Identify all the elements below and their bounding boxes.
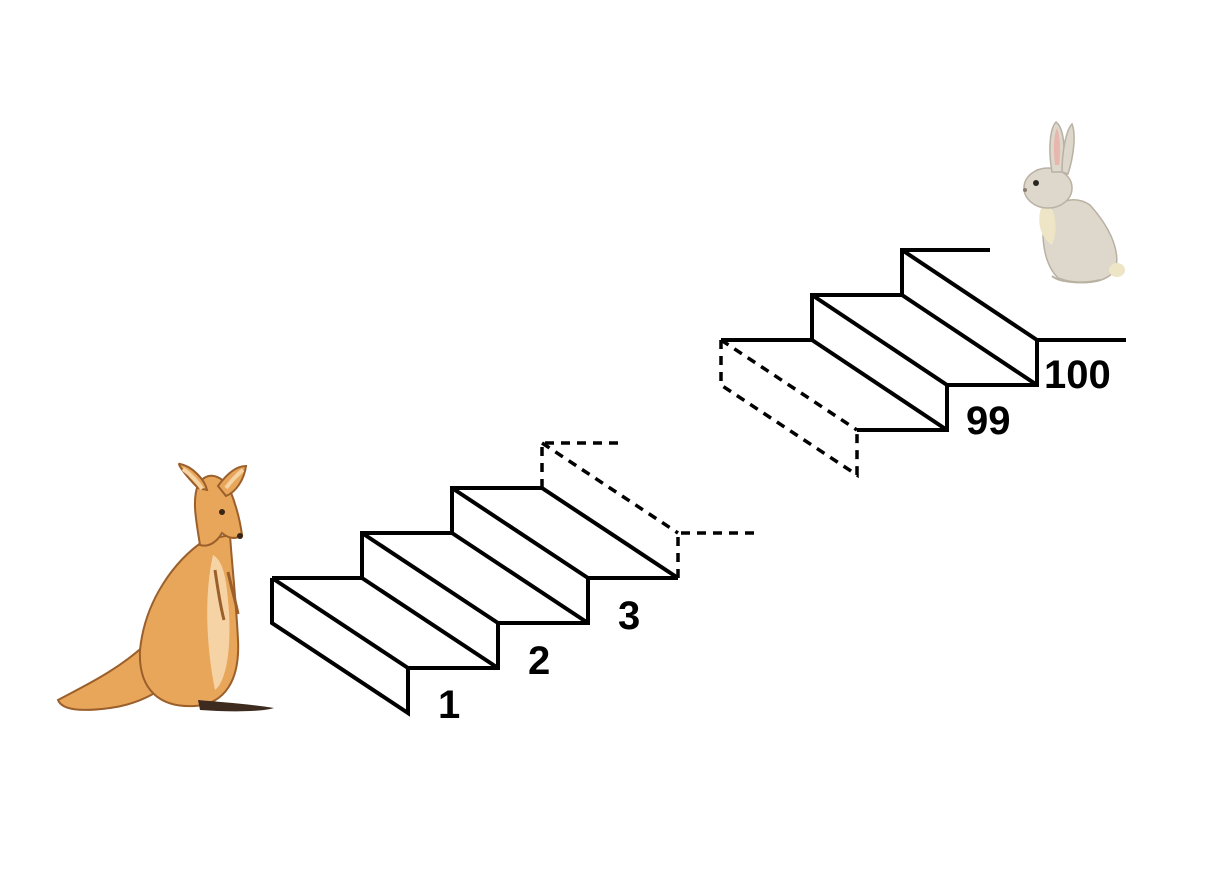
step-2-nosing bbox=[360, 531, 500, 625]
stair-outline-top bbox=[272, 486, 542, 580]
step-100-edge bbox=[900, 248, 1039, 342]
upper-stair-outline-top bbox=[721, 248, 990, 342]
step-label-2: 2 bbox=[528, 639, 550, 683]
lower-staircase bbox=[270, 441, 760, 717]
step-label-3: 3 bbox=[618, 594, 640, 638]
step-label-1: 1 bbox=[438, 683, 460, 727]
rabbit-illustration bbox=[1023, 121, 1125, 284]
step-3-nosing bbox=[450, 486, 590, 580]
dashed-edge-upper bbox=[720, 338, 858, 432]
upper-stair-outline-bottom bbox=[857, 338, 1126, 432]
dashed-edge-lower-b bbox=[541, 486, 679, 580]
step-99-edge bbox=[810, 293, 949, 387]
dashed-continuation-lower bbox=[540, 441, 625, 488]
upper-staircase bbox=[719, 248, 1126, 479]
step-2-edge bbox=[450, 531, 590, 625]
step-1-nosing bbox=[270, 576, 410, 670]
step-1-edge bbox=[360, 576, 500, 670]
dashed-edge-lower-a bbox=[541, 441, 679, 535]
step-100-nosing bbox=[900, 293, 1039, 387]
kangaroo-illustration bbox=[56, 462, 274, 712]
step-label-99: 99 bbox=[966, 399, 1011, 443]
dashed-continuation-upper bbox=[719, 340, 859, 479]
step-label-100: 100 bbox=[1044, 353, 1111, 397]
dashed-riser-lower bbox=[676, 531, 760, 578]
step-99-nosing bbox=[810, 338, 949, 432]
